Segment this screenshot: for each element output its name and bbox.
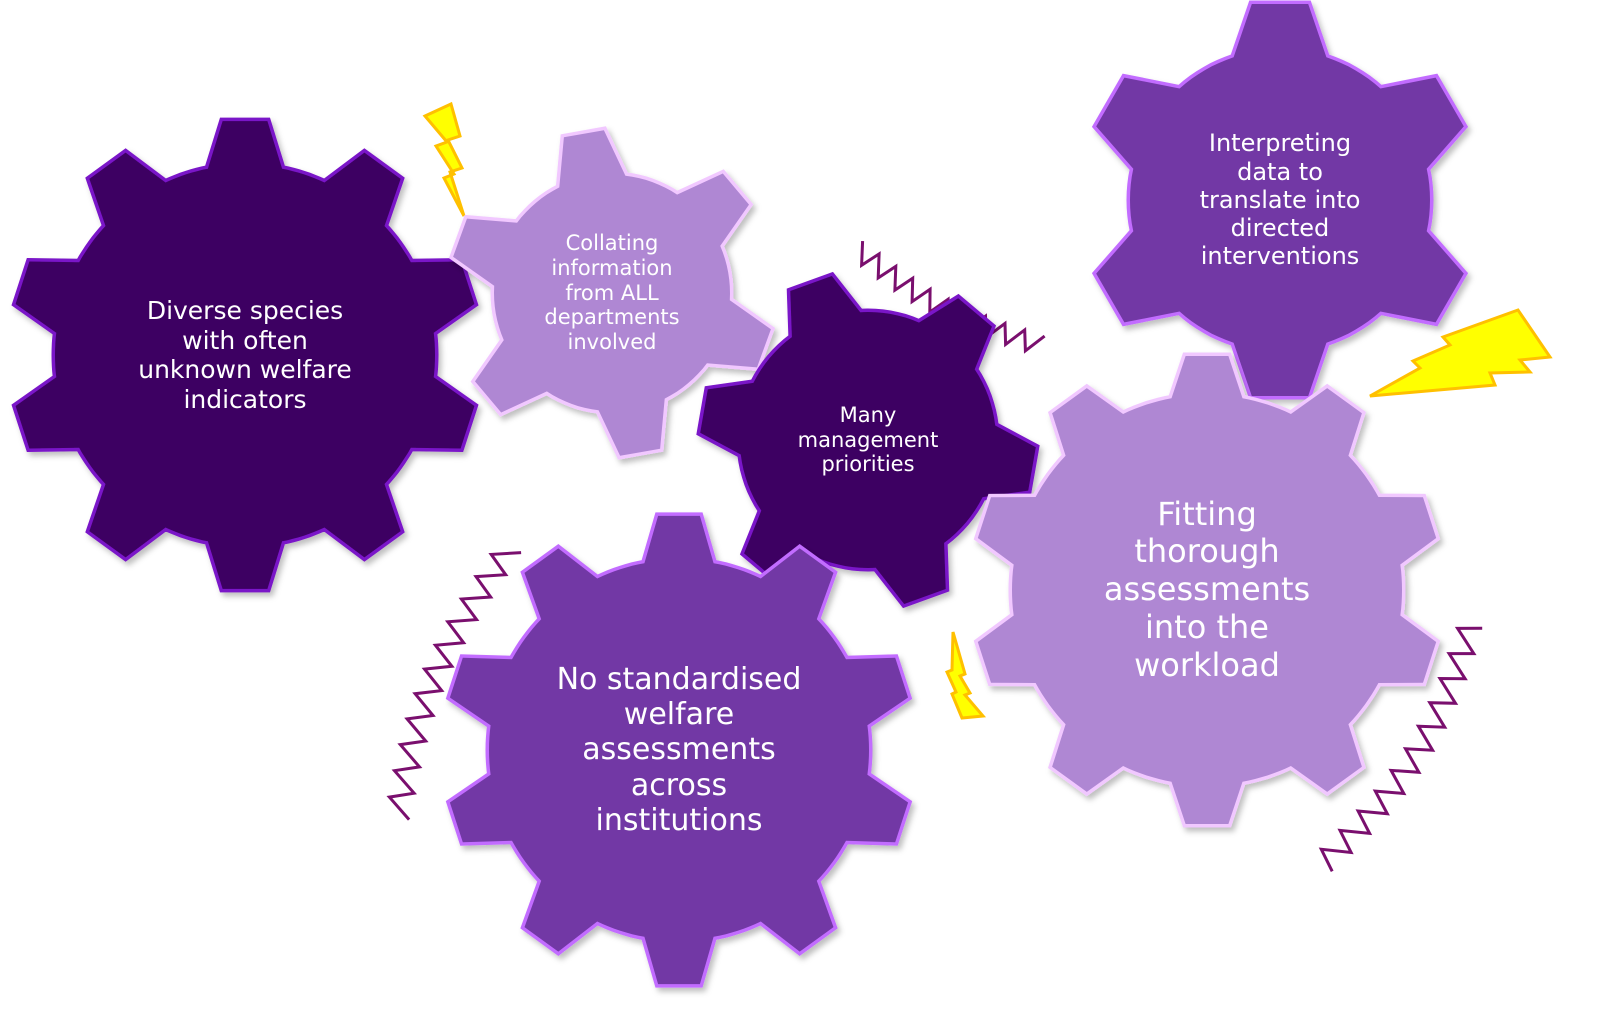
zigzag-line — [1318, 626, 1483, 872]
gear-face — [453, 130, 771, 456]
gear-face — [1096, 4, 1464, 396]
gear-management-priorities — [696, 271, 1040, 609]
gear-fitting-assessments — [973, 352, 1441, 828]
gear-face — [700, 276, 1036, 604]
lightning-bolt-icon — [944, 631, 987, 720]
zigzag-line — [859, 241, 1046, 354]
gear-face — [15, 121, 475, 589]
gear-face — [449, 515, 909, 985]
zigzag-line — [386, 551, 522, 821]
gear-interpreting-data — [1091, 0, 1469, 400]
gear-no-standardised — [445, 512, 913, 988]
gear-face — [977, 356, 1437, 824]
gear-diverse-species — [11, 117, 479, 593]
gear-collating-information — [448, 126, 776, 460]
lightning-bolt-icon — [1369, 308, 1553, 398]
lightning-bolt-icon — [422, 101, 466, 217]
